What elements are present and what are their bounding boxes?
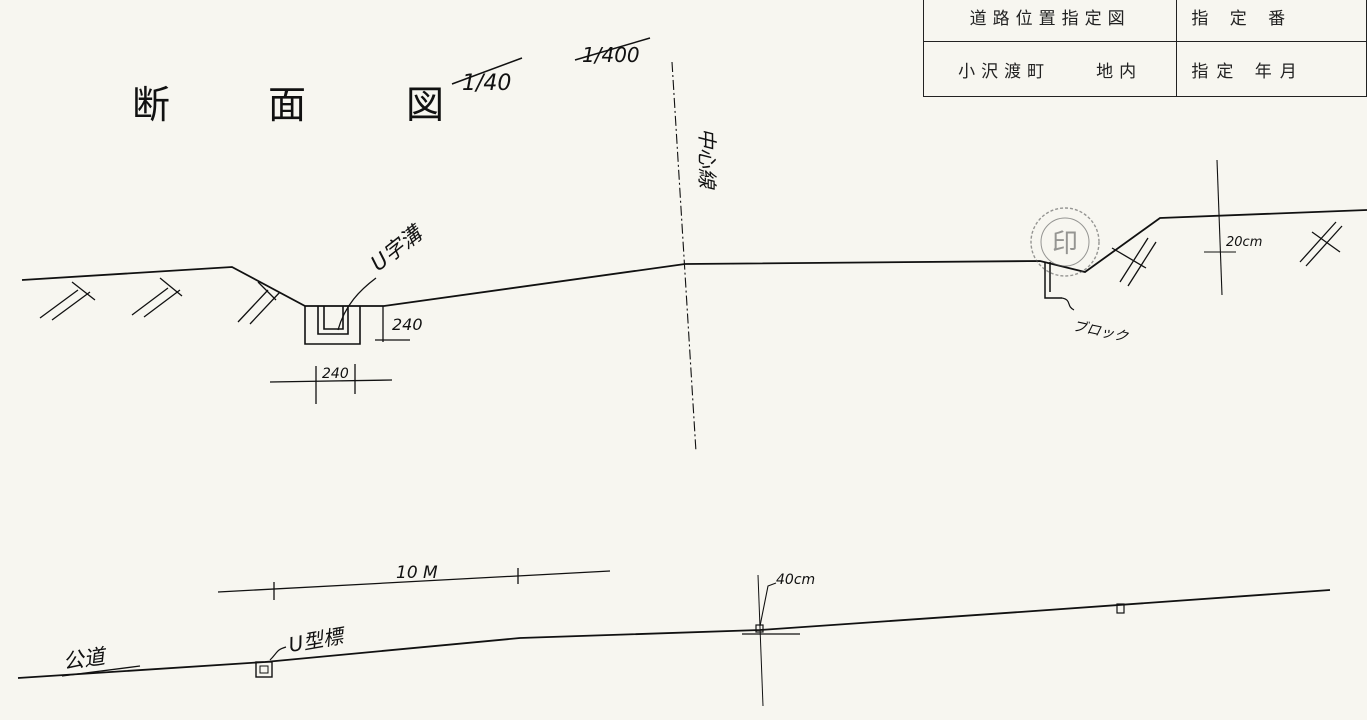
location-cell: 小沢渡町 地内	[922, 41, 1178, 97]
info-table: 道路位置指定図 指 定 番 小沢渡町 地内 指定 年月	[922, 0, 1367, 97]
centerline-label: 中心線	[695, 128, 719, 190]
stake-marker	[255, 661, 273, 678]
public-road-label: 公道	[61, 644, 109, 674]
peg-leader	[759, 582, 777, 627]
left-slope-hatches	[39, 277, 281, 325]
stake-label: U型標	[287, 623, 349, 657]
block-wall	[1044, 262, 1062, 299]
block-leader	[1061, 297, 1075, 311]
u-ditch-label: U字溝	[366, 220, 428, 276]
block-label: ブロック	[1071, 318, 1130, 346]
ditch-width-label: 240	[322, 366, 349, 382]
right-height-label: 20cm	[1226, 235, 1262, 250]
peg-height-label: 40cm	[776, 572, 815, 588]
lower-vertical-mark	[757, 574, 764, 707]
seal-stamp: 印	[1030, 207, 1100, 277]
scale-1-40	[451, 57, 523, 85]
seal-text: 印	[1052, 229, 1078, 259]
ditch-height-label: 240	[392, 315, 423, 334]
distance-label: 10 M	[396, 563, 438, 583]
right-slope-hatches	[1111, 221, 1343, 287]
scale-1-400-label: 1/400	[582, 43, 640, 67]
ditch-height-dimension	[375, 306, 410, 342]
boundary-marker	[1116, 603, 1125, 614]
right-height-dimension	[1204, 159, 1236, 296]
peg-marker	[755, 624, 764, 633]
info-table-row: 小沢渡町 地内 指定 年月	[922, 41, 1367, 97]
stake-leader	[269, 646, 287, 661]
public-road-underline	[61, 665, 141, 677]
scale-1-400	[574, 37, 651, 61]
ditch-width-dimension	[269, 364, 393, 404]
u-ditch	[304, 306, 361, 345]
designation-number-cell: 指 定 番	[1176, 0, 1367, 42]
lower-ground-line	[17, 589, 1331, 679]
designation-date-cell: 指定 年月	[1176, 41, 1367, 97]
document-type-cell: 道路位置指定図	[922, 0, 1178, 42]
scale-1-40-label: 1/40	[462, 71, 511, 96]
title-char-2: 面	[268, 83, 307, 127]
title-char-1: 断	[132, 83, 171, 127]
u-ditch-leader	[337, 277, 377, 331]
stake-marker-inner	[259, 665, 269, 674]
centerline	[671, 61, 697, 453]
title-char-3: 図	[406, 83, 445, 127]
distance-dimension	[217, 568, 611, 600]
info-table-row: 道路位置指定図 指 定 番	[922, 0, 1367, 42]
upper-ground-line	[21, 209, 1367, 307]
